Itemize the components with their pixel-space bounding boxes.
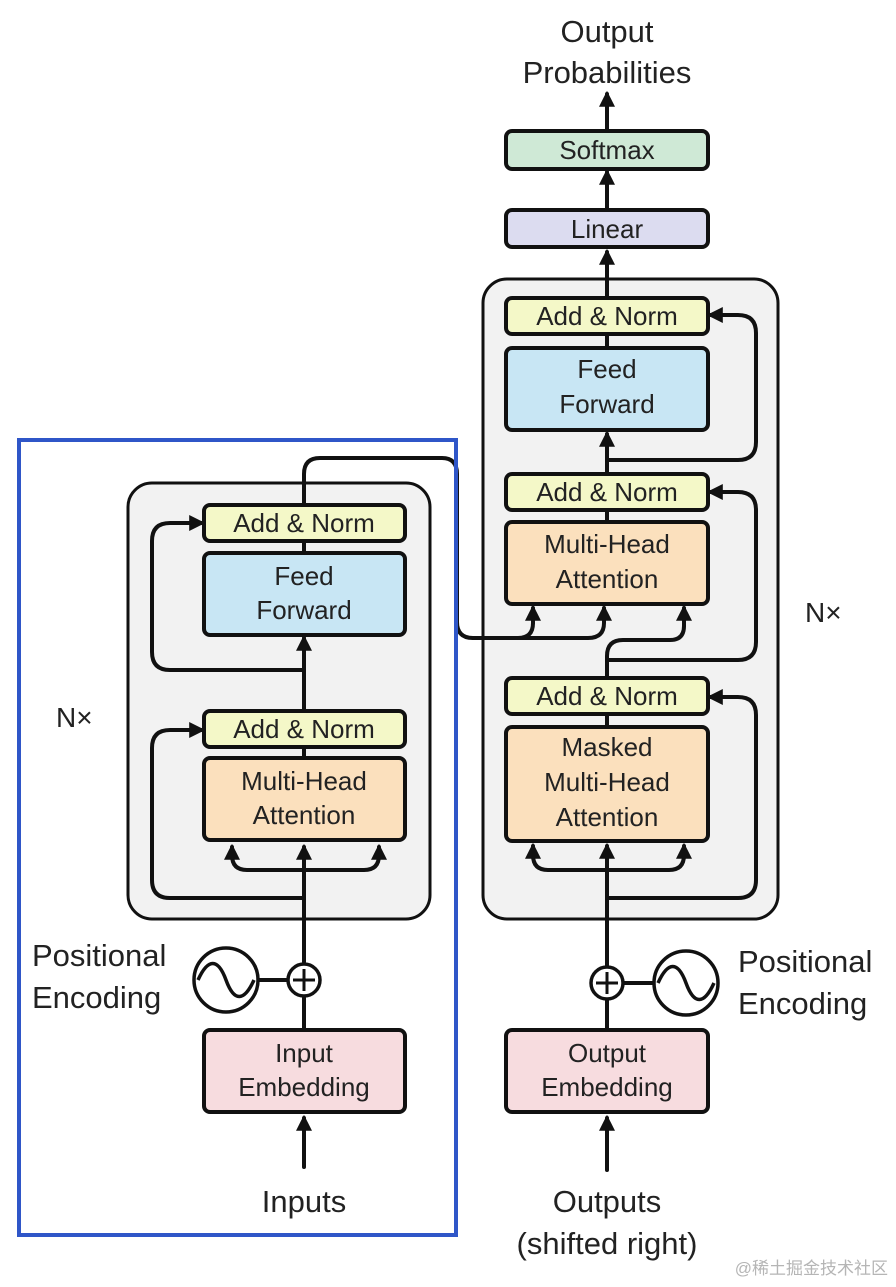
encoder-ff-label-1: Feed [274,561,333,591]
sine-wave-icon [196,961,256,999]
sine-wave-icon [656,964,716,1002]
decoder-add-norm-3-label: Add & Norm [536,301,678,331]
encoder-add-norm-1 [202,709,407,749]
decoder-nx-label: N× [805,597,842,628]
decoder-query-path [605,610,686,680]
decoder-cross-attn-label-2: Attention [556,564,659,594]
encoder-multi-head-attention [202,756,407,842]
decoder-cross-attn-label-1: Multi-Head [544,529,670,559]
masked-label-3: Attention [556,802,659,832]
output-embedding-label-2: Embedding [541,1072,673,1102]
encoder-mha-label-2: Attention [253,800,356,830]
decoder-masked-branch-right [605,842,692,872]
masked-label-2: Multi-Head [544,767,670,797]
decoder-ff-label-2: Forward [559,389,654,419]
encoder-output-arrow-v [471,604,612,640]
encoder-add-norm-1-label: Add & Norm [233,714,375,744]
input-embedding [202,1028,407,1114]
output-embedding-label-1: Output [568,1038,647,1068]
encoder-feed-forward [202,551,407,637]
input-embedding-label-2: Embedding [238,1072,370,1102]
decoder-add-norm-1-label: Add & Norm [536,681,678,711]
decoder-positional-label-2: Encoding [738,986,867,1021]
input-embedding-label-1: Input [275,1038,334,1068]
encoder-add-norm-2 [202,503,407,543]
decoder-masked-attention [504,725,710,843]
decoder-cross-attention [504,520,710,606]
watermark: @稀土掘金技术社区 [735,1259,888,1278]
decoder-residual-1 [605,689,758,900]
plus-icon [293,969,315,991]
encoder-ff-label-2: Forward [256,595,351,625]
output-embedding [504,1028,710,1114]
linear-block [504,208,710,249]
decoder-residual-3 [605,307,758,462]
masked-label-1: Masked [561,732,652,762]
decoder-feed-forward [504,346,710,432]
decoder-add-norm-3 [504,296,710,336]
encoder-attn-branch-left [224,843,306,872]
encoder-nx-label: N× [56,702,93,733]
encoder-positional-label-2: Encoding [32,980,161,1015]
outputs-label-2: (shifted right) [517,1226,698,1261]
decoder-ff-label-1: Feed [577,354,636,384]
plus-icon [596,972,618,994]
linear-label: Linear [571,214,644,244]
decoder-add-norm-1 [504,676,710,716]
inputs-label: Inputs [262,1184,346,1219]
encoder-residual-2 [150,515,306,672]
encoder-attn-branch-right [302,843,387,872]
encoder-positional-label-1: Positional [32,938,166,973]
decoder-add-norm-2 [504,472,710,512]
decoder-masked-branch-left [525,842,609,872]
softmax-label: Softmax [559,135,654,165]
output-probabilities-label-1: Output [560,14,653,49]
decoder-positional-label-1: Positional [738,944,872,979]
encoder-add-norm-2-label: Add & Norm [233,508,375,538]
encoder-highlight-frame [17,438,458,1237]
outputs-label-1: Outputs [553,1184,662,1219]
encoder-layer-block [126,481,432,921]
encoder-mha-label-1: Multi-Head [241,766,367,796]
softmax-block [504,129,710,171]
encoder-residual-1 [150,722,306,900]
decoder-add-norm-2-label: Add & Norm [536,477,678,507]
decoder-residual-2 [605,484,758,662]
output-probabilities-label-2: Probabilities [523,55,692,90]
